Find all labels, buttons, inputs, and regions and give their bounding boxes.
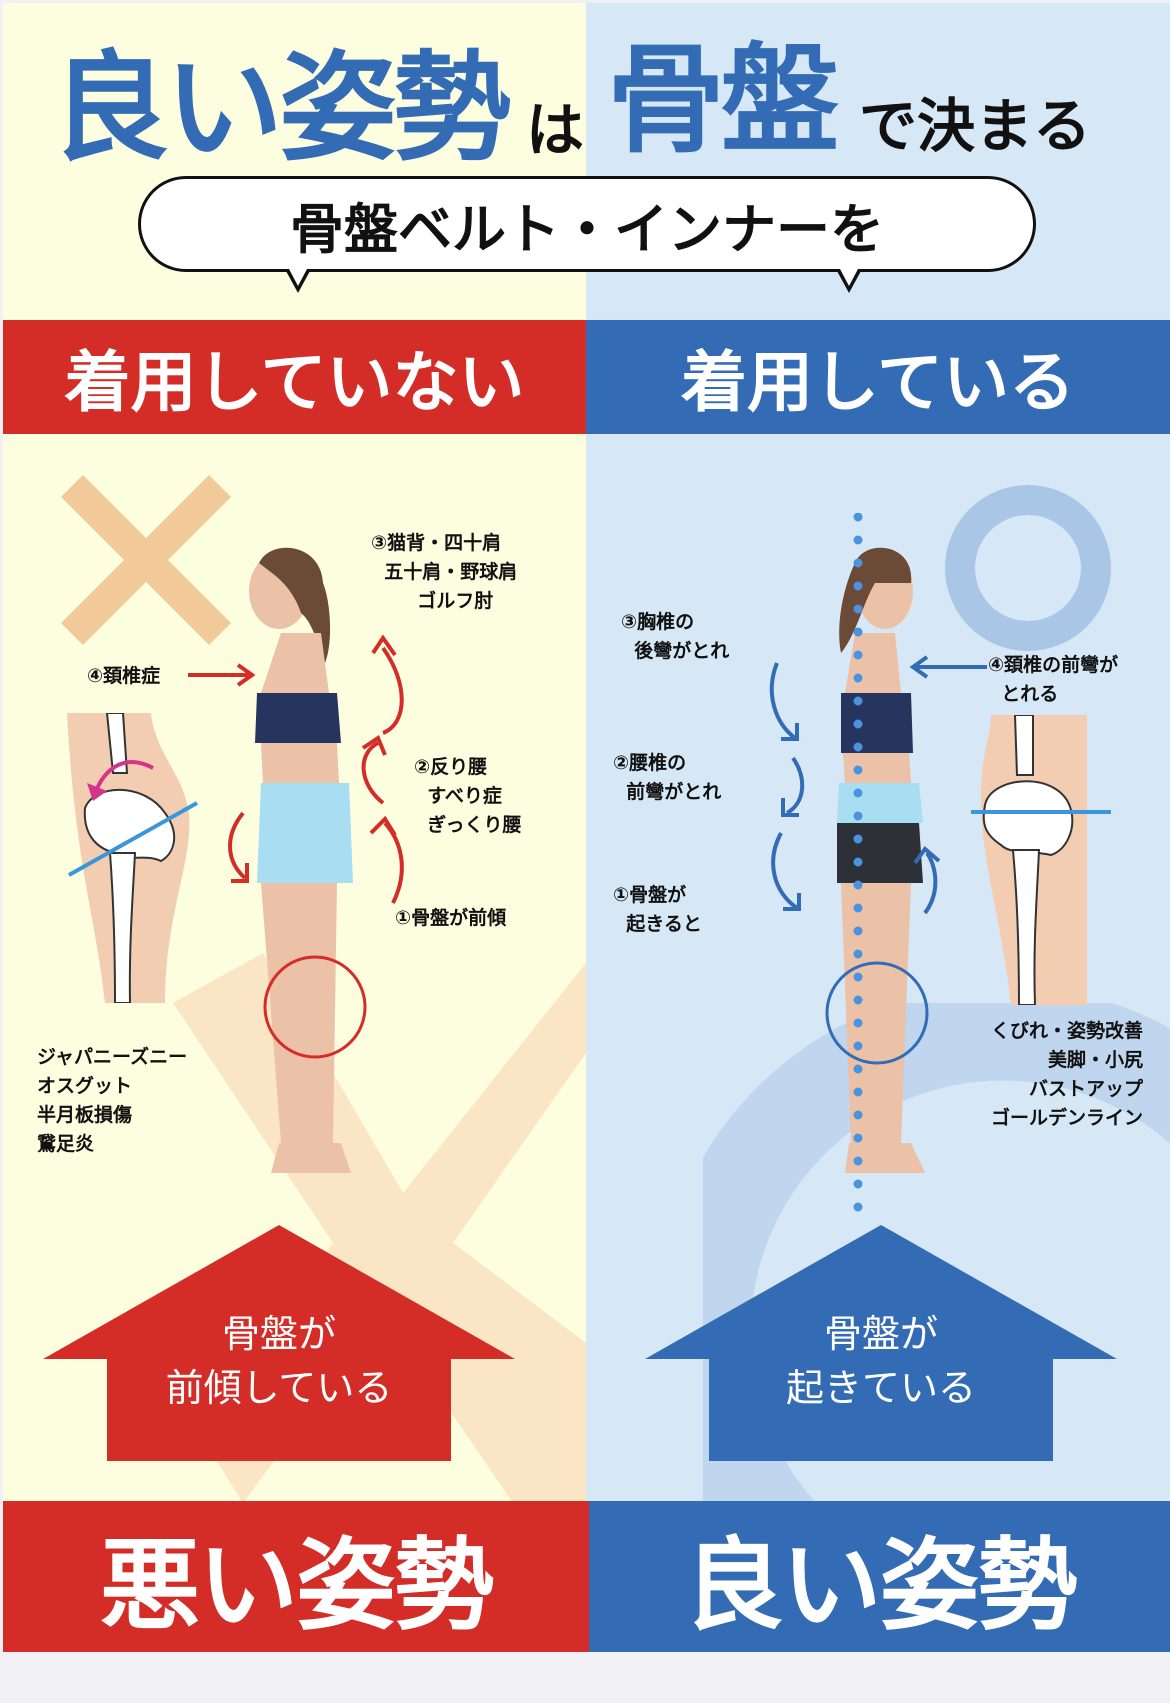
footer-bad-posture: 悪い姿勢 <box>3 1501 589 1652</box>
posture-poster: 良い姿勢 は 骨盤 で決まる 骨盤ベルト・インナーを 着用していない 着用してい… <box>3 3 1170 1652</box>
knee-circle-red <box>263 955 367 1059</box>
label-pelvis-tilt: ①骨盤が前傾 <box>395 907 507 929</box>
woman-good-posture-figure <box>837 547 925 1173</box>
neck-arrow-red-icon <box>188 663 256 687</box>
arrow-text-line1: 骨盤が <box>823 1312 938 1356</box>
title-pelvis: 骨盤 <box>607 31 839 169</box>
label-benefits: くびれ・姿勢改善 美脚・小尻 バストアップ ゴールデンライン <box>990 1020 1143 1129</box>
speech-bubble: 骨盤ベルト・インナーを <box>138 176 1036 272</box>
label-lumbar-fixed: ②腰椎の 前彎がとれ <box>613 752 722 803</box>
title-decided: で決まる <box>859 92 1092 160</box>
arrow-pelvis-tilted: 骨盤が 前傾している <box>43 1225 515 1461</box>
pelvis-tilted-illustration <box>67 713 198 1003</box>
label-shoulder-issues: ③猫背・四十肩 五十肩・野球肩 ゴルフ肘 <box>371 532 518 612</box>
knee-circle-blue <box>825 961 929 1065</box>
arrow-text-line2: 起きている <box>785 1366 976 1410</box>
neck-arrow-blue-icon <box>909 655 987 679</box>
title-particle: は <box>526 96 585 164</box>
arrow-text-line2: 前傾している <box>165 1366 393 1410</box>
bubble-tail-right <box>837 269 861 293</box>
title-good-posture: 良い姿勢 <box>51 39 511 177</box>
blue-curve-arrows <box>769 662 941 915</box>
label-pelvis-upright: ①骨盤が 起きると <box>613 884 702 935</box>
cross-mark-icon <box>61 475 231 645</box>
bubble-text: 骨盤ベルト・インナーを <box>290 197 884 261</box>
header-not-wearing: 着用していない <box>3 320 586 434</box>
woman-bad-posture-figure <box>249 547 353 1173</box>
label-thoracic: ③胸椎の 後彎がとれ <box>621 611 730 662</box>
circle-mark-icon <box>945 485 1111 651</box>
pelvis-upright-illustration <box>971 715 1111 1005</box>
page-title: 良い姿勢 は 骨盤 で決まる <box>3 41 1170 171</box>
arrow-text-line1: 骨盤が <box>221 1312 336 1356</box>
label-cervical-fixed: ④頚椎の前彎が とれる <box>988 654 1119 705</box>
label-knee-issues: ジャパニーズニー オスグット 半月板損傷 鵞足炎 <box>37 1046 188 1155</box>
header-wearing: 着用している <box>586 320 1170 434</box>
plumb-line-dots <box>853 513 863 1213</box>
label-cervical: ④頚椎症 <box>87 665 161 687</box>
background-circle-icon <box>703 1003 1170 1503</box>
bubble-tail-left <box>286 269 310 293</box>
arrow-pelvis-upright: 骨盤が 起きている <box>645 1225 1117 1461</box>
red-curve-arrows <box>228 634 404 904</box>
label-lumbar-issues: ②反り腰 すべり症 ぎっくり腰 <box>414 756 522 836</box>
footer-good-posture: 良い姿勢 <box>589 1501 1170 1652</box>
